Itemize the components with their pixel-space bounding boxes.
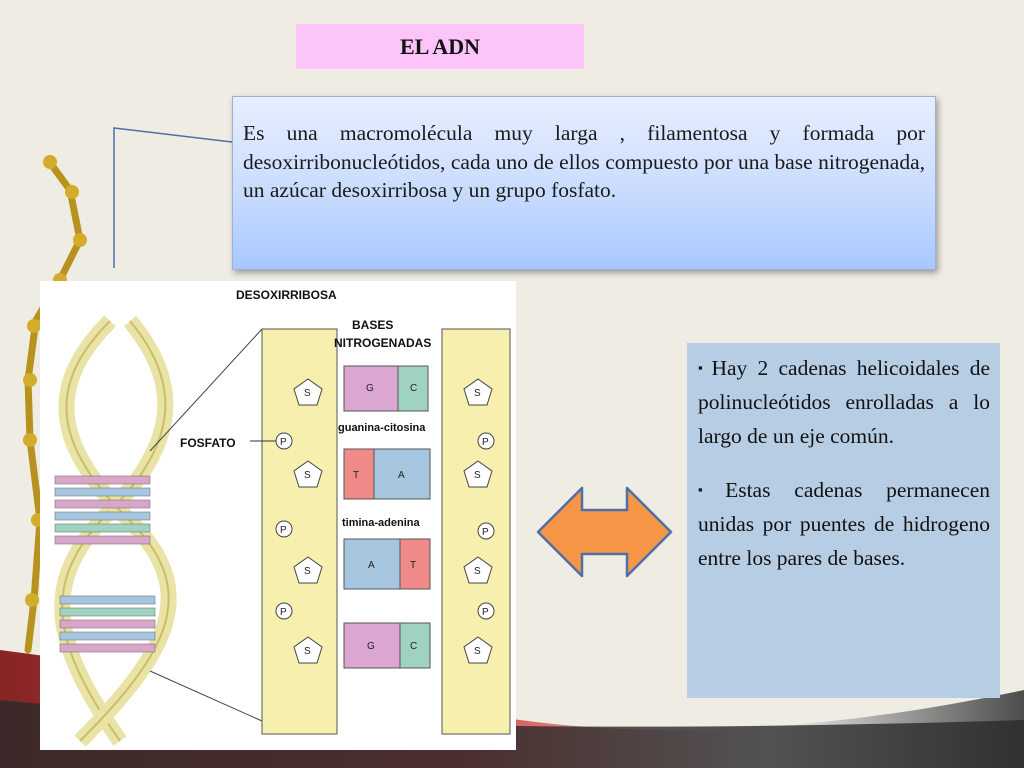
intro-text: Es una macromolécula muy larga , filamen… [243, 121, 925, 202]
base-pair-2: T A [343, 448, 431, 500]
sugar-label: S [304, 470, 311, 481]
phosphate-label: P [482, 607, 489, 618]
pair-1-left: G [366, 383, 374, 394]
sugar-label: S [474, 646, 481, 657]
phosphate-label: P [280, 607, 287, 618]
pair-2-left: T [353, 470, 359, 481]
dna-diagram: G C T A A T G C [54, 288, 511, 747]
sugar-label: S [474, 470, 481, 481]
dna-figure: G C T A A T G C [40, 281, 516, 750]
label-bases-line2: NITROGENADAS [334, 336, 431, 350]
label-bases-line1: BASES [352, 318, 393, 332]
pair-2-right: A [398, 470, 405, 481]
pair-3-right: T [410, 560, 416, 571]
phosphate-label: P [280, 525, 287, 536]
phosphate-label: P [280, 437, 287, 448]
pair-4-right: C [410, 641, 417, 652]
bullet-textbox: ▪Hay 2 cadenas helicoidales de polinucle… [687, 343, 1000, 698]
sugar-label: S [474, 566, 481, 577]
sugar-label: S [474, 388, 481, 399]
bullet-item-2: ▪Estas cadenas permanecen unidas por pue… [698, 473, 990, 575]
intro-textbox: Es una macromolécula muy larga , filamen… [232, 96, 936, 270]
phosphate-label: P [482, 437, 489, 448]
sugar-label: S [304, 566, 311, 577]
label-desoxirribosa: DESOXIRRIBOSA [236, 288, 337, 302]
double-arrow-icon [536, 486, 673, 578]
pair-3-left: A [368, 560, 375, 571]
bullet-text-1: Hay 2 cadenas helicoidales de polinucleó… [698, 356, 990, 448]
label-guanina-citosina: guanina-citosina [338, 422, 426, 434]
double-helix [54, 315, 177, 747]
base-pair-3: A T [343, 538, 431, 590]
slide-title: EL ADN [296, 24, 584, 69]
base-pair-4: G C [343, 622, 431, 669]
bullet-mark: ▪ [698, 482, 722, 497]
bullet-item-1: ▪Hay 2 cadenas helicoidales de polinucle… [698, 351, 990, 453]
label-fosfato: FOSFATO [180, 436, 236, 450]
base-pair-1: G C [343, 365, 429, 412]
sugar-label: S [304, 388, 311, 399]
sugar-label: S [304, 646, 311, 657]
phosphate-label: P [482, 527, 489, 538]
bullet-mark: ▪ [698, 360, 708, 375]
pair-1-right: C [410, 383, 417, 394]
pair-4-left: G [367, 641, 375, 652]
sugar-labels: S S S S S S S S P P P P P P [280, 388, 489, 657]
bullet-text-2: Estas cadenas permanecen unidas por puen… [698, 478, 990, 570]
label-timina-adenina: timina-adenina [342, 517, 421, 529]
